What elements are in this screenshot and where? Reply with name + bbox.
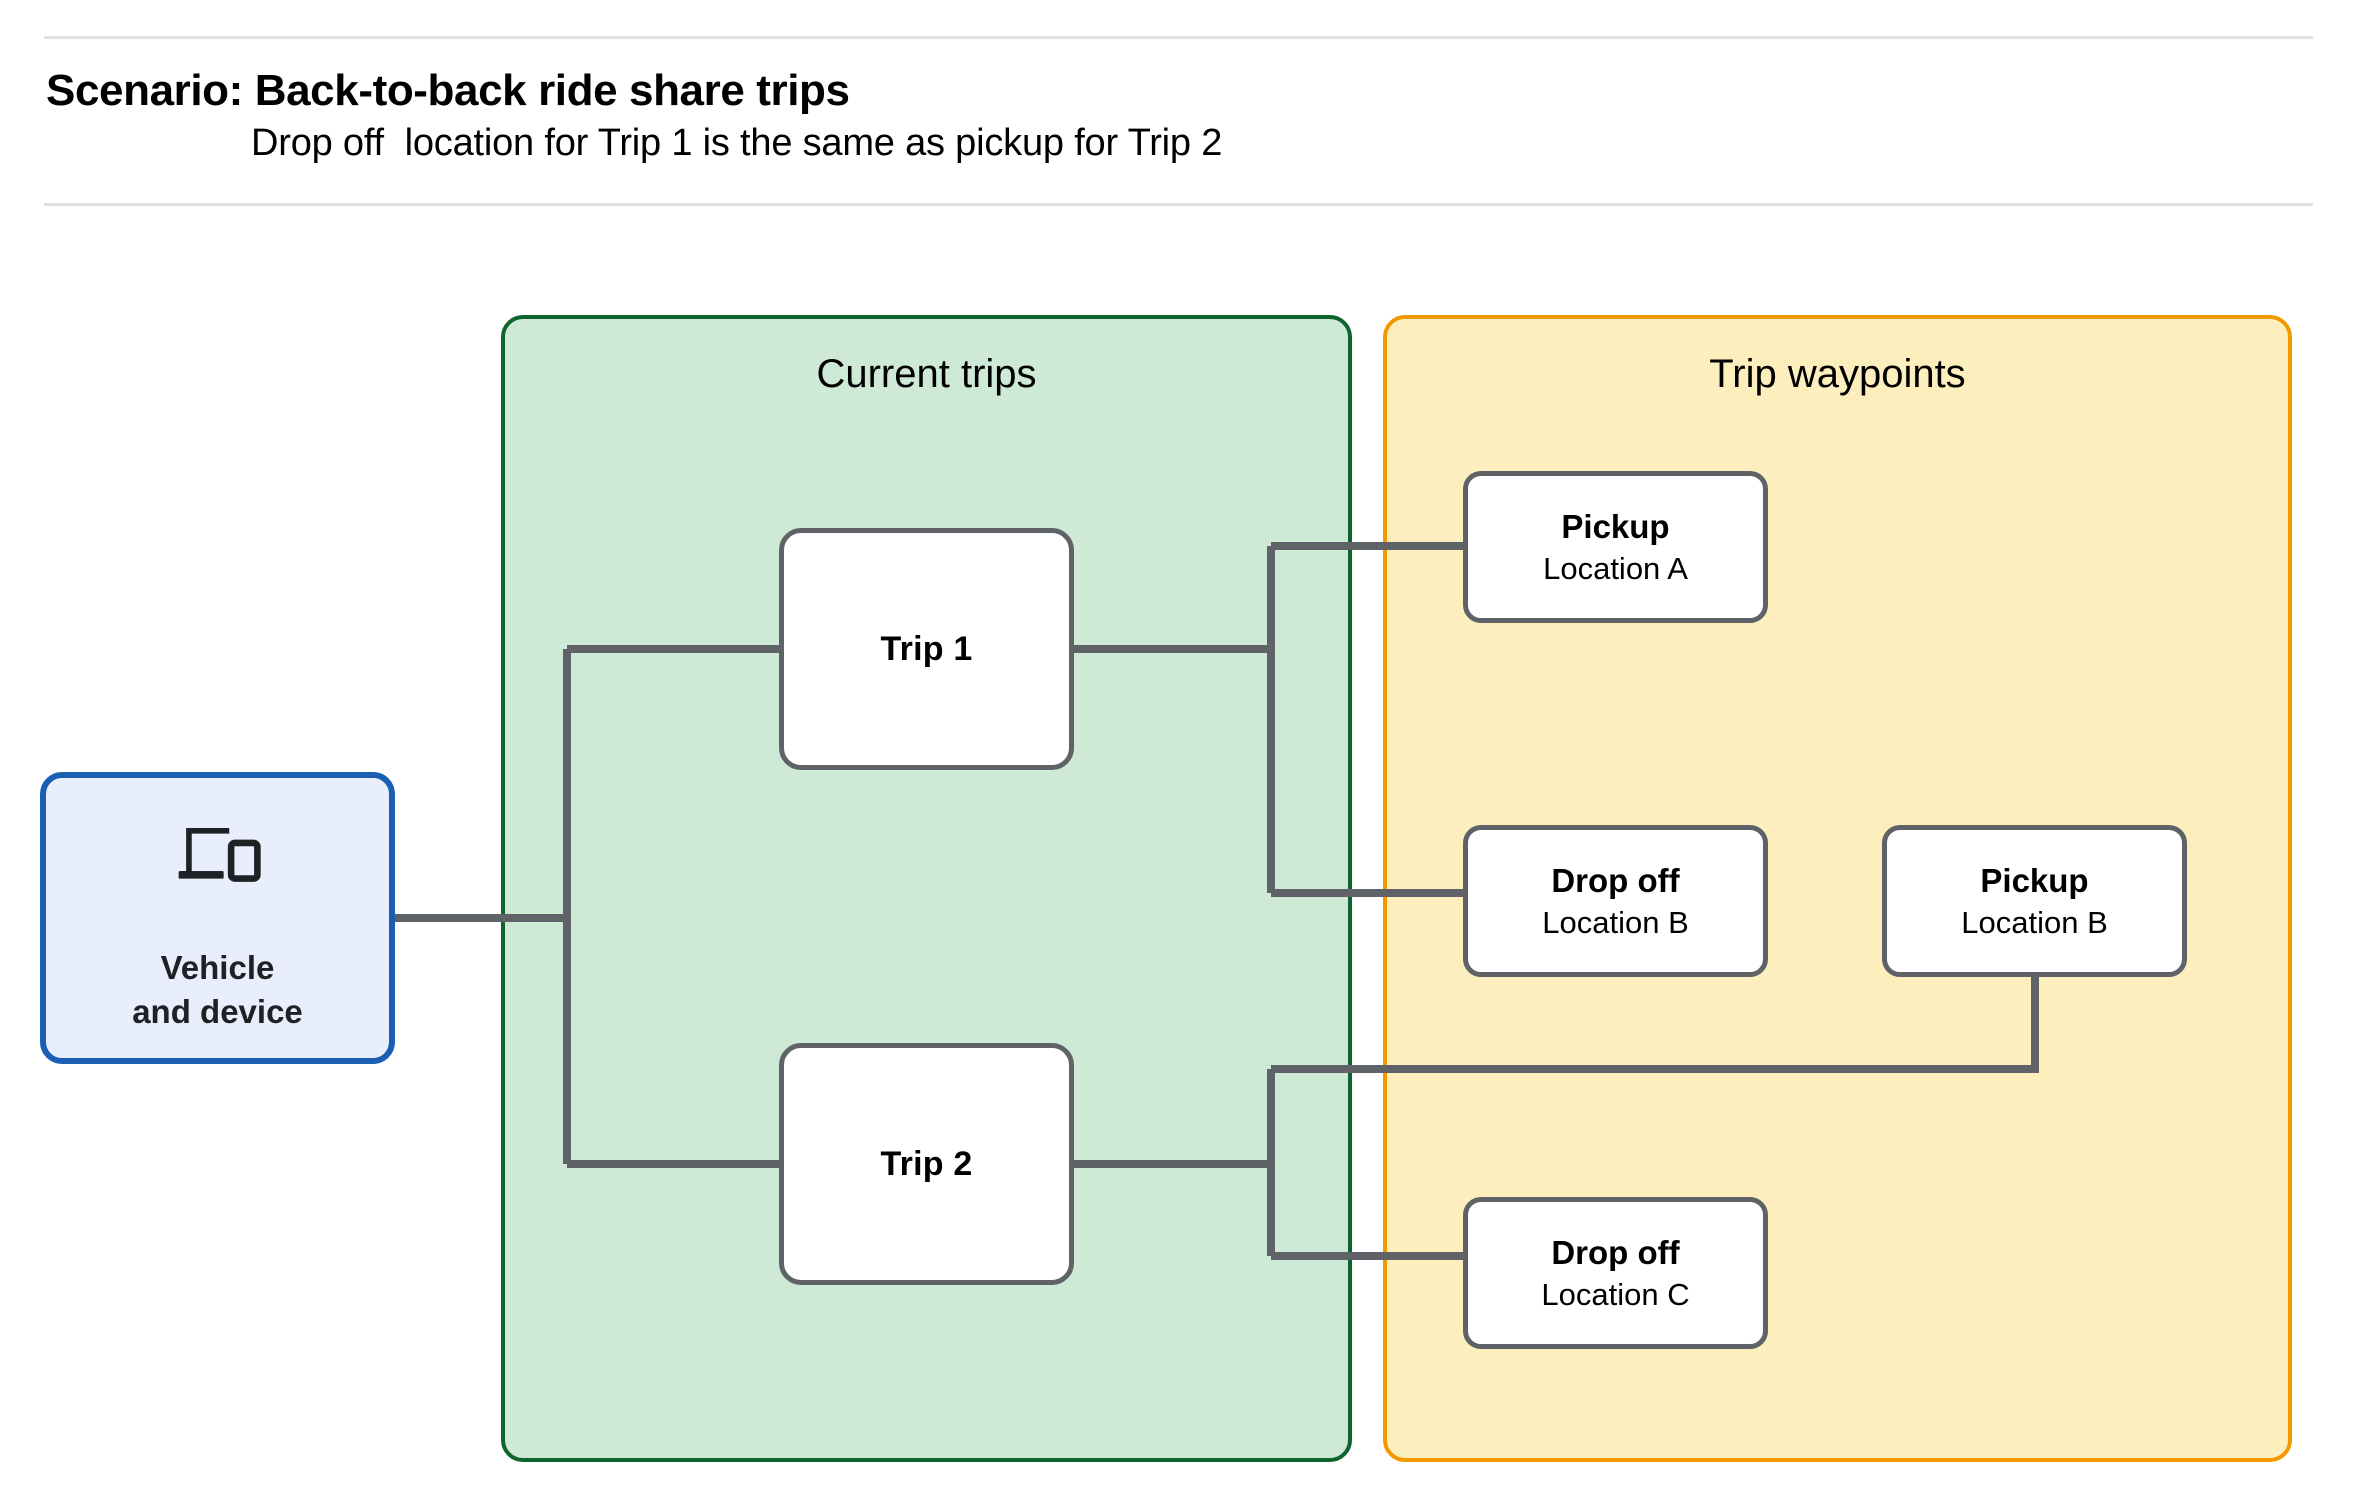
node-pickup-b-title: Pickup	[1980, 862, 2089, 900]
node-trip-2[interactable]: Trip 2	[779, 1043, 1074, 1285]
page-subtitle: Drop off location for Trip 1 is the same…	[251, 122, 1223, 164]
node-pickup-a-title: Pickup	[1561, 508, 1670, 546]
node-dropoff-c-subtitle: Location C	[1541, 1277, 1690, 1313]
connector-layer	[393, 542, 2039, 1260]
node-pickup-a-subtitle: Location A	[1543, 551, 1688, 587]
node-dropoff-b[interactable]: Drop off Location B	[1463, 825, 1768, 977]
header-divider-bottom	[44, 203, 2313, 206]
node-trip-1-label: Trip 1	[880, 629, 973, 668]
node-vehicle-label: Vehicle and device	[132, 949, 303, 1030]
header-divider-top	[44, 36, 2313, 39]
edge-trip2-pickup-b	[1271, 963, 2039, 1073]
devices-icon	[178, 827, 261, 882]
node-trip-1[interactable]: Trip 1	[779, 528, 1074, 770]
node-pickup-b[interactable]: Pickup Location B	[1882, 825, 2187, 977]
node-dropoff-b-title: Drop off	[1551, 862, 1680, 900]
panel-title-trip-waypoints: Trip waypoints	[1709, 352, 1966, 396]
node-vehicle-and-device[interactable]: Vehicle and device	[40, 772, 395, 1064]
node-dropoff-b-subtitle: Location B	[1542, 905, 1689, 941]
node-dropoff-c-title: Drop off	[1551, 1234, 1680, 1272]
page-title: Scenario: Back-to-back ride share trips	[46, 66, 850, 115]
panel-current-trips-shape	[501, 315, 1352, 1462]
node-pickup-a[interactable]: Pickup Location A	[1463, 471, 1768, 623]
panel-title-current-trips: Current trips	[816, 352, 1037, 396]
node-dropoff-c[interactable]: Drop off Location C	[1463, 1197, 1768, 1349]
header: Scenario: Back-to-back ride share trips …	[0, 0, 2357, 208]
node-pickup-b-subtitle: Location B	[1961, 905, 2108, 941]
node-trip-2-label: Trip 2	[880, 1144, 973, 1183]
